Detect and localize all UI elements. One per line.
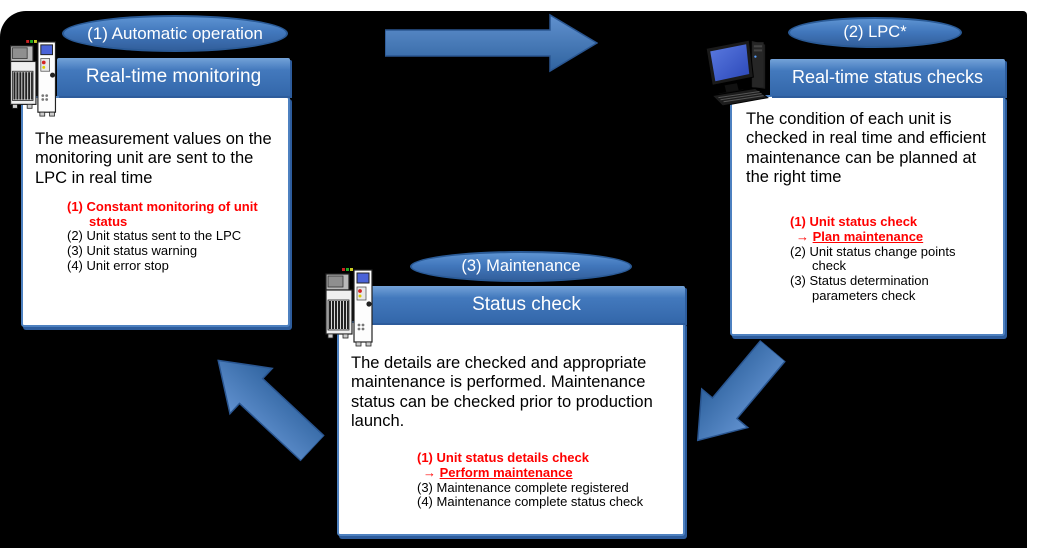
item-text: Unit status sent to the LPC: [86, 228, 242, 244]
panel-body-text: The condition of each unit is checked in…: [746, 110, 986, 186]
item-number: (1): [417, 450, 433, 466]
badge-label: (2) LPC*: [843, 23, 907, 41]
badge-automatic-operation: (1) Automatic operation: [62, 15, 288, 52]
item-text: Constant monitoring of unit status: [86, 198, 258, 229]
item-text: Unit status warning: [86, 242, 198, 258]
item-number: (4): [417, 494, 433, 510]
header-real-time-monitoring: Real-time monitoring: [57, 58, 290, 96]
item-number: (3): [417, 479, 433, 495]
panel-item-list: (1) Unit status details check → Perform …: [417, 450, 687, 510]
header-label: Real-time status checks: [791, 67, 984, 87]
mounter-machine-icon: [325, 268, 373, 347]
item-subtext: Plan maintenance: [812, 228, 924, 244]
panel-body-text: The details are checked and appropriate …: [351, 354, 653, 430]
item-number: (2): [67, 228, 83, 244]
red-arrow-glyph: →: [796, 228, 809, 244]
item-number: (2): [790, 243, 806, 259]
list-item: (1) Constant monitoring of unit status: [67, 198, 279, 229]
item-text: Status determination parameters check: [809, 272, 929, 303]
list-item: (1) Unit status check → Plan maintenance: [790, 214, 992, 245]
item-subtext: Perform maintenance: [439, 464, 573, 480]
item-text: Maintenance complete registered: [436, 479, 629, 495]
badge-label: (3) Maintenance: [461, 257, 581, 275]
list-item: (1) Unit status details check → Perform …: [417, 450, 687, 481]
list-item: (4) Unit error stop: [67, 257, 279, 274]
mounter-machine-icon: [9, 40, 57, 117]
red-arrow-glyph: →: [423, 464, 436, 480]
list-item: (3) Unit status warning: [67, 242, 279, 259]
panel-body-text: The measurement values on the monitoring…: [35, 130, 272, 187]
list-item: (2) Unit status change points check: [790, 243, 992, 274]
badge-lpc: (2) LPC*: [788, 17, 962, 48]
item-number: (1): [790, 214, 806, 230]
header-status-check: Status check: [368, 286, 685, 323]
panel-maintenance: The details are checked and appropriate …: [337, 321, 685, 536]
flow-arrow-up-left-icon: [217, 359, 326, 462]
flow-arrow-right-icon: [385, 13, 598, 73]
item-text: Unit error stop: [86, 257, 169, 273]
list-item: (3) Status determination parameters chec…: [790, 272, 992, 303]
panel-item-list: (1) Unit status check → Plan maintenance…: [790, 214, 992, 303]
header-label: Real-time monitoring: [85, 66, 262, 87]
badge-maintenance: (3) Maintenance: [410, 251, 632, 282]
desktop-pc-icon: [705, 39, 769, 107]
item-text: Maintenance complete status check: [436, 494, 644, 510]
header-label: Status check: [472, 293, 581, 315]
badge-label: (1) Automatic operation: [87, 23, 263, 43]
panel-lpc: The condition of each unit is checked in…: [730, 95, 1005, 336]
list-item: (3) Maintenance complete registered: [417, 479, 687, 496]
header-real-time-status-checks: Real-time status checks: [770, 59, 1005, 96]
list-item: (2) Unit status sent to the LPC: [67, 228, 279, 244]
item-number: (1): [67, 198, 83, 214]
panel-item-list: (1) Constant monitoring of unit status (…: [67, 198, 279, 274]
flow-arrow-down-left-icon: [696, 339, 787, 442]
item-subline: → Perform maintenance: [423, 464, 687, 481]
item-subline: → Plan maintenance: [796, 228, 992, 245]
item-text: Unit status change points check: [809, 243, 956, 274]
item-number: (4): [67, 257, 83, 273]
item-number: (3): [67, 242, 83, 258]
item-text: Unit status details check: [436, 450, 589, 466]
item-number: (3): [790, 272, 806, 288]
item-text: Unit status check: [809, 214, 918, 230]
list-item: (4) Maintenance complete status check: [417, 494, 687, 510]
panel-automatic-operation: The measurement values on the monitoring…: [21, 96, 290, 327]
